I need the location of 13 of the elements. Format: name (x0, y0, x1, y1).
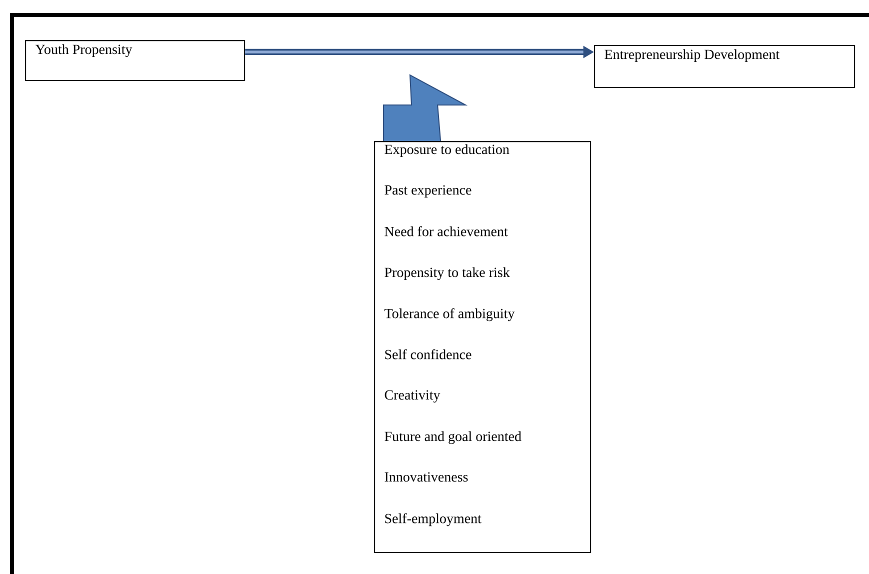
concept-box: Youth Propensity (25, 40, 246, 82)
list-item: Need for achievement (384, 226, 508, 236)
concept-box: Entrepreneurship Development (594, 45, 856, 88)
block-arrow (383, 74, 468, 142)
list-item: Innovativeness (384, 472, 468, 482)
list-item: Creativity (384, 390, 440, 403)
list-item: Future and goal oriented (384, 431, 522, 444)
list-item: Self-employment (385, 513, 482, 526)
list-item: Past experience (384, 185, 472, 198)
list-item: Exposure to education (384, 144, 510, 157)
list-item: Self confidence (385, 349, 472, 360)
list-item: Tolerance of ambiguity (384, 308, 515, 322)
list-item: Propensity to take risk (384, 267, 510, 280)
